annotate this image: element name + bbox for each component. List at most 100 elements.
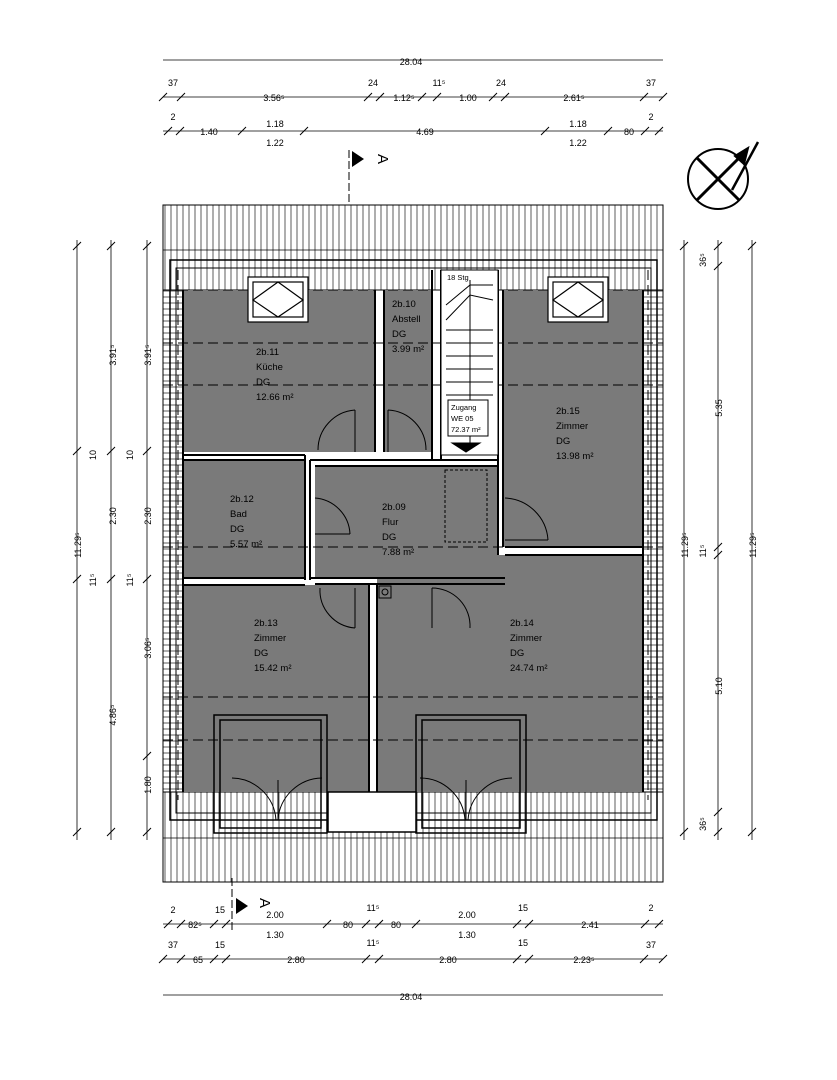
room-zimmer-13: 2b.13 Zimmer DG 15.42 m² <box>254 618 292 674</box>
svg-text:3.91⁵: 3.91⁵ <box>143 344 153 366</box>
svg-text:2.00: 2.00 <box>458 910 476 920</box>
skylight-left <box>247 276 309 323</box>
stair-top-label: 18 Stg <box>447 273 469 282</box>
svg-text:37: 37 <box>646 940 656 950</box>
svg-text:DG: DG <box>382 532 396 543</box>
svg-text:DG: DG <box>392 329 406 340</box>
svg-text:36⁵: 36⁵ <box>698 817 708 831</box>
dim-lines-top <box>158 59 668 136</box>
svg-text:10: 10 <box>88 450 98 460</box>
svg-text:80: 80 <box>624 127 634 137</box>
svg-text:2: 2 <box>648 112 653 122</box>
svg-text:1.30: 1.30 <box>458 930 476 940</box>
svg-text:11.29⁵: 11.29⁵ <box>748 532 758 558</box>
svg-text:24: 24 <box>368 78 378 88</box>
svg-text:10: 10 <box>125 450 135 460</box>
svg-text:1.22: 1.22 <box>266 138 284 148</box>
svg-text:2.23⁵: 2.23⁵ <box>573 955 595 965</box>
svg-text:2b.13: 2b.13 <box>254 618 278 629</box>
svg-text:2.00: 2.00 <box>266 910 284 920</box>
dim-lines-right <box>679 240 757 840</box>
svg-text:1.00: 1.00 <box>459 93 477 103</box>
svg-text:24.74 m²: 24.74 m² <box>510 663 548 674</box>
svg-text:2b.12: 2b.12 <box>230 494 254 505</box>
svg-text:2.80: 2.80 <box>439 955 457 965</box>
svg-text:3.99 m²: 3.99 m² <box>392 344 424 355</box>
svg-text:DG: DG <box>230 524 244 535</box>
svg-text:DG: DG <box>254 648 268 659</box>
svg-text:1.12⁵: 1.12⁵ <box>393 93 415 103</box>
stair-unit: WE 05 <box>451 414 474 423</box>
svg-text:4.86⁵: 4.86⁵ <box>108 704 118 726</box>
svg-text:11⁵: 11⁵ <box>125 573 135 586</box>
dim-text-bottom: 2 82⁵ 15 2.00 1.30 11⁵ 80 80 2.00 1.30 1… <box>168 903 656 1002</box>
svg-text:2.30: 2.30 <box>108 507 118 525</box>
svg-text:2: 2 <box>648 903 653 913</box>
dim-text-right: 36⁵ 11.29⁵ 11⁵ 36⁵ 5.35 5.10 11.29⁵ <box>680 253 758 831</box>
section-marker-top: A <box>348 150 391 205</box>
svg-text:15: 15 <box>518 903 528 913</box>
room-kueche: 2b.11 Küche DG 12.66 m² <box>256 347 294 403</box>
roof-lines <box>163 270 663 800</box>
svg-text:80: 80 <box>391 920 401 930</box>
svg-text:28.04: 28.04 <box>400 992 423 1002</box>
svg-text:80: 80 <box>343 920 353 930</box>
svg-text:11⁵: 11⁵ <box>88 573 98 586</box>
svg-text:2.61⁵: 2.61⁵ <box>563 93 585 103</box>
svg-text:11⁵: 11⁵ <box>698 544 708 557</box>
svg-text:3.56⁵: 3.56⁵ <box>263 93 285 103</box>
svg-text:1.18: 1.18 <box>569 119 587 129</box>
svg-text:5.57 m²: 5.57 m² <box>230 539 262 550</box>
svg-text:Bad: Bad <box>230 509 247 520</box>
svg-text:65: 65 <box>193 955 203 965</box>
svg-text:DG: DG <box>256 377 270 388</box>
svg-text:15: 15 <box>215 905 225 915</box>
svg-text:82⁵: 82⁵ <box>188 920 202 930</box>
svg-text:37: 37 <box>168 78 178 88</box>
svg-text:1.18: 1.18 <box>266 119 284 129</box>
svg-text:11⁵: 11⁵ <box>366 903 379 913</box>
room-fills <box>183 290 643 792</box>
dormers <box>213 714 527 834</box>
svg-text:2.80: 2.80 <box>287 955 305 965</box>
room-flur: 2b.09 Flur DG 7.88 m² <box>382 502 414 558</box>
dim-lines-bottom <box>158 919 668 996</box>
north-arrow-icon <box>687 141 760 210</box>
stair-access-label: Zugang <box>451 403 476 412</box>
svg-text:1.30: 1.30 <box>266 930 284 940</box>
svg-text:15.42 m²: 15.42 m² <box>254 663 292 674</box>
dim-text-left: 11.29⁵ 10 11⁵ 3.91⁵ 2.30 4.86⁵ 1.80 3.91… <box>73 344 153 794</box>
section-marker-bottom: A <box>231 878 273 930</box>
doors <box>231 409 549 821</box>
svg-text:15: 15 <box>215 940 225 950</box>
svg-text:28.04: 28.04 <box>400 57 423 67</box>
svg-text:1.40: 1.40 <box>200 127 218 137</box>
svg-text:2b.10: 2b.10 <box>392 299 416 310</box>
svg-text:DG: DG <box>556 436 570 447</box>
svg-text:5.35: 5.35 <box>714 399 724 417</box>
svg-text:37: 37 <box>646 78 656 88</box>
room-labels: 2b.11 Küche DG 12.66 m² 2b.10 Abstell DG… <box>230 299 594 674</box>
svg-text:Küche: Küche <box>256 362 283 373</box>
svg-text:Abstell: Abstell <box>392 314 421 325</box>
svg-text:2: 2 <box>170 112 175 122</box>
svg-text:13.98 m²: 13.98 m² <box>556 451 594 462</box>
svg-text:Zimmer: Zimmer <box>510 633 542 644</box>
svg-text:7.88 m²: 7.88 m² <box>382 547 414 558</box>
svg-text:1.80: 1.80 <box>143 776 153 794</box>
svg-text:2b.09: 2b.09 <box>382 502 406 513</box>
svg-text:11.29⁵: 11.29⁵ <box>680 532 690 558</box>
dim-lines-left <box>72 240 152 840</box>
svg-text:Zimmer: Zimmer <box>254 633 286 644</box>
svg-text:2b.11: 2b.11 <box>256 347 279 358</box>
svg-text:3.91⁵: 3.91⁵ <box>108 344 118 366</box>
svg-text:A: A <box>374 154 391 164</box>
svg-text:12.66 m²: 12.66 m² <box>256 392 294 403</box>
svg-text:2.30: 2.30 <box>143 507 153 525</box>
svg-text:Zimmer: Zimmer <box>556 421 588 432</box>
stair-area: 72.37 m² <box>451 425 481 434</box>
svg-text:2.41: 2.41 <box>581 920 599 930</box>
svg-text:5.10: 5.10 <box>714 677 724 695</box>
skylight-right <box>547 276 609 323</box>
